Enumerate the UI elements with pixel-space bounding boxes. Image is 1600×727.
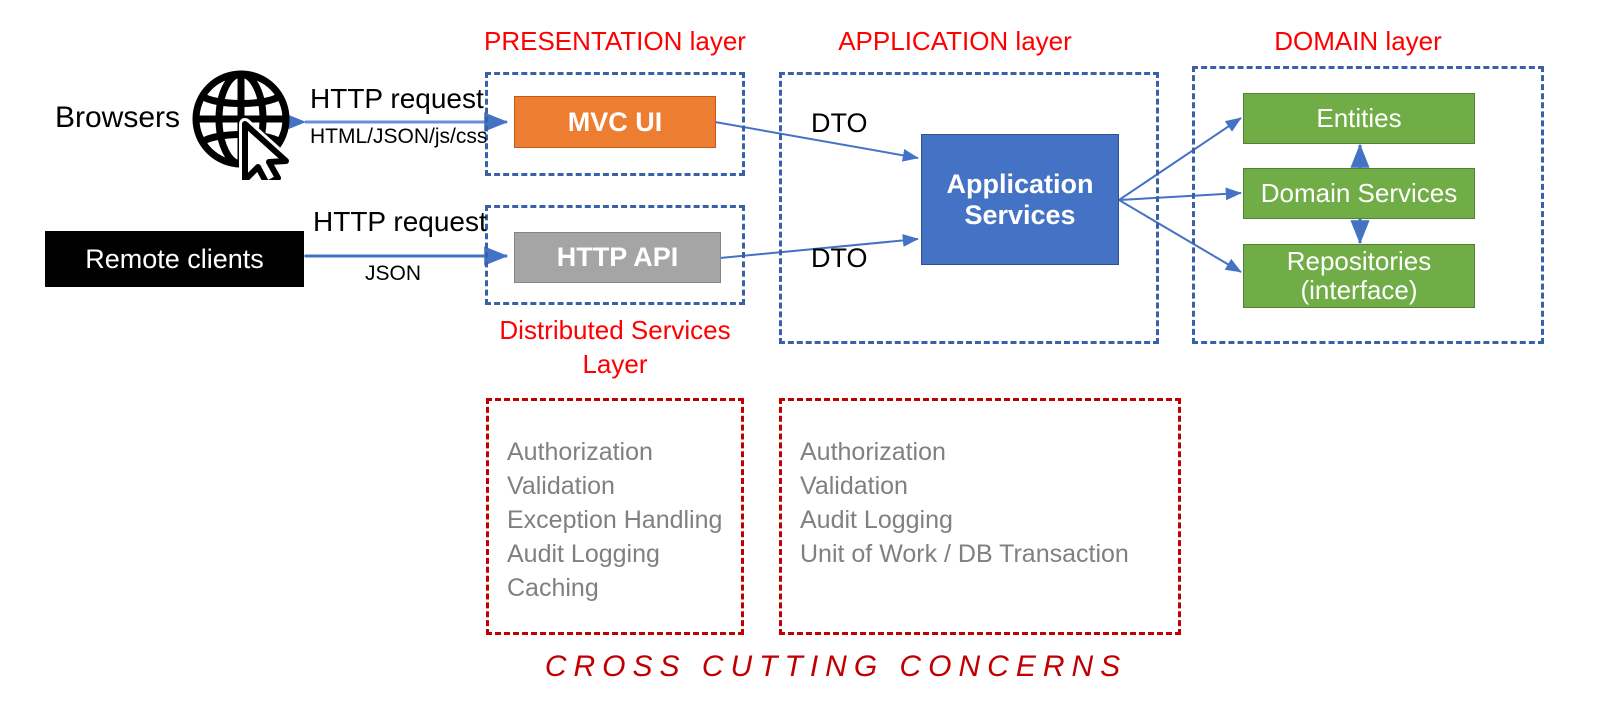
remote-request-label: HTTP request (313, 206, 487, 237)
dto-label-bottom: DTO (811, 243, 868, 273)
cross-cutting-box-application: Authorization Validation Audit Logging U… (779, 398, 1181, 635)
list-item: Exception Handling (507, 506, 723, 534)
application-services-line2: Services (964, 199, 1076, 230)
cross-cutting-list-application: Authorization Validation Audit Logging U… (782, 401, 1178, 571)
layer-label-presentation: PRESENTATION layer (484, 26, 746, 56)
mvc-ui-node: MVC UI (514, 96, 716, 148)
cross-cutting-concerns-caption: CROSS CUTTING CONCERNS (544, 650, 1128, 683)
dto-label-top: DTO (811, 108, 868, 138)
list-item: Validation (507, 472, 615, 500)
domain-services-node: Domain Services (1243, 168, 1475, 219)
cross-cutting-list-presentation: Authorization Validation Exception Handl… (489, 401, 741, 605)
domain-layer-container (1192, 66, 1544, 344)
list-item: Authorization (507, 438, 653, 466)
repositories-line2: (interface) (1300, 275, 1418, 305)
layer-label-application: APPLICATION layer (838, 26, 1072, 56)
browser-request-label: HTTP request (310, 83, 484, 114)
repositories-line1: Repositories (1286, 245, 1432, 276)
globe-cursor-icon (188, 68, 304, 180)
application-services-node: Application Services (921, 134, 1119, 265)
application-layer-container (779, 72, 1159, 344)
layer-label-domain: DOMAIN layer (1274, 26, 1442, 56)
presentation-layer-container-top (485, 72, 745, 176)
repositories-node: Repositories (interface) (1243, 244, 1475, 308)
presentation-layer-container-bottom (485, 205, 745, 305)
list-item: Audit Logging (800, 506, 953, 534)
list-item: Unit of Work / DB Transaction (800, 540, 1129, 568)
http-api-node: HTTP API (514, 232, 721, 283)
list-item: Caching (507, 574, 599, 602)
application-services-line1: Application (946, 169, 1094, 200)
browser-response-label: HTML/JSON/js/css (310, 125, 488, 148)
list-item: Authorization (800, 438, 946, 466)
list-item: Audit Logging (507, 540, 660, 568)
entities-node: Entities (1243, 93, 1475, 144)
distributed-services-layer-label: Distributed Services Layer (499, 315, 731, 379)
remote-response-label: JSON (365, 262, 422, 285)
cross-cutting-box-presentation: Authorization Validation Exception Handl… (486, 398, 744, 635)
browsers-label: Browsers (55, 101, 181, 134)
remote-clients-node: Remote clients (45, 231, 304, 287)
list-item: Validation (800, 472, 908, 500)
